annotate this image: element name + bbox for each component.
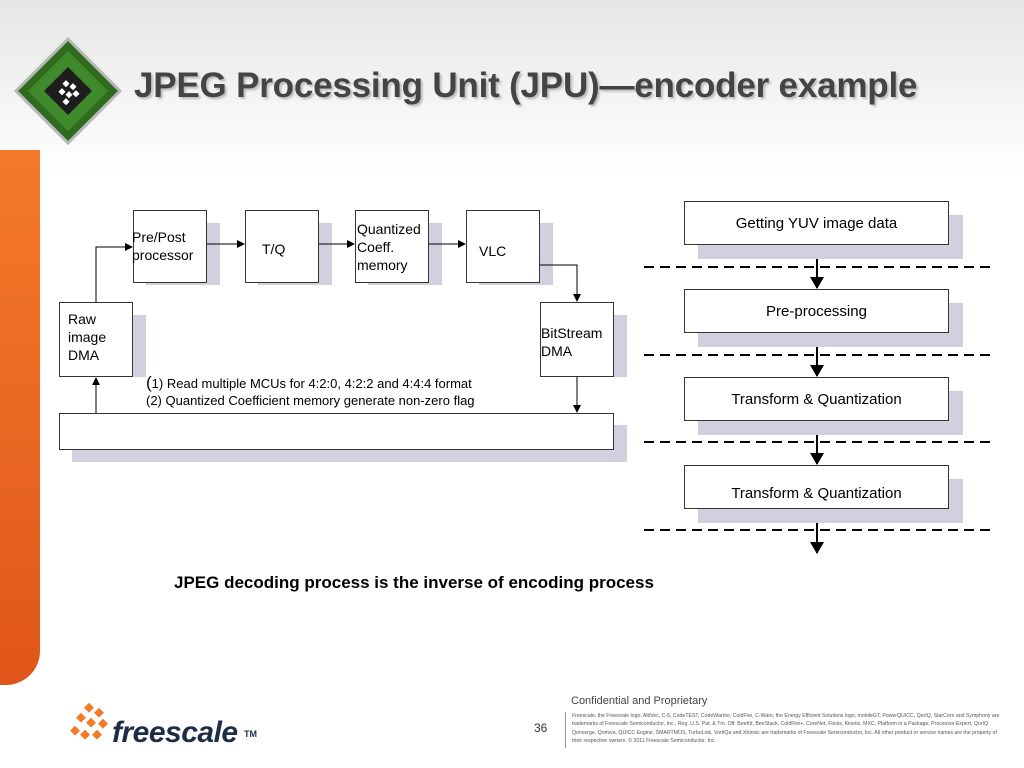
- vlc-label: VLC: [479, 243, 507, 259]
- header-background: [0, 0, 1024, 175]
- freescale-wordmark: freescale: [112, 716, 238, 749]
- pre-post-processor-box: [133, 210, 207, 283]
- quantized-memory-label: Quantized Coeff. memory: [357, 221, 421, 273]
- freescale-chip-icon: [14, 37, 122, 145]
- slide-title: JPEG Processing Unit (JPU)—encoder examp…: [134, 66, 918, 105]
- vlc-box: [466, 210, 540, 283]
- flow-step-getting-yuv: Getting YUV image data: [684, 201, 949, 245]
- flow-step-transform-quantization: Transform & Quantization: [684, 377, 949, 421]
- raw-image-dma-label: Raw image DMA: [68, 311, 107, 363]
- trademark-mark: TM: [244, 729, 257, 739]
- page-number: 36: [534, 721, 548, 735]
- bitstream-dma-box: [540, 302, 614, 377]
- decoding-note: JPEG decoding process is the inverse of …: [174, 573, 654, 592]
- raw-image-dma-box: [59, 302, 133, 377]
- orange-side-bar: [0, 150, 40, 685]
- bitstream-dma-label: BitStream DMA: [541, 325, 603, 359]
- note-read-mcus: (1) Read multiple MCUs for 4:2:0, 4:2:2 …: [146, 373, 472, 393]
- tq-box: [245, 210, 319, 283]
- legal-notice: Freescale, the Freescale logo, AltiVec, …: [572, 713, 1000, 744]
- note-read-mcus-text: 1) Read multiple MCUs for 4:2:0, 4:2:2 a…: [151, 376, 472, 391]
- memory-bus-box: [59, 413, 614, 450]
- flow-step-transform-quantization-2: Transform & Quantization: [684, 465, 949, 509]
- tq-label: T/Q: [262, 241, 286, 257]
- confidential-label: Confidential and Proprietary: [571, 695, 708, 707]
- freescale-logo-icon: [70, 702, 108, 740]
- quantized-memory-box: [355, 210, 429, 283]
- note-paren: (: [146, 373, 152, 392]
- flow-step-pre-processing: Pre-processing: [684, 289, 949, 333]
- footer-divider: [565, 712, 566, 748]
- pre-post-processor-label: Pre/Post processor: [132, 229, 194, 263]
- note-nonzero-flag: (2) Quantized Coefficient memory generat…: [146, 393, 475, 408]
